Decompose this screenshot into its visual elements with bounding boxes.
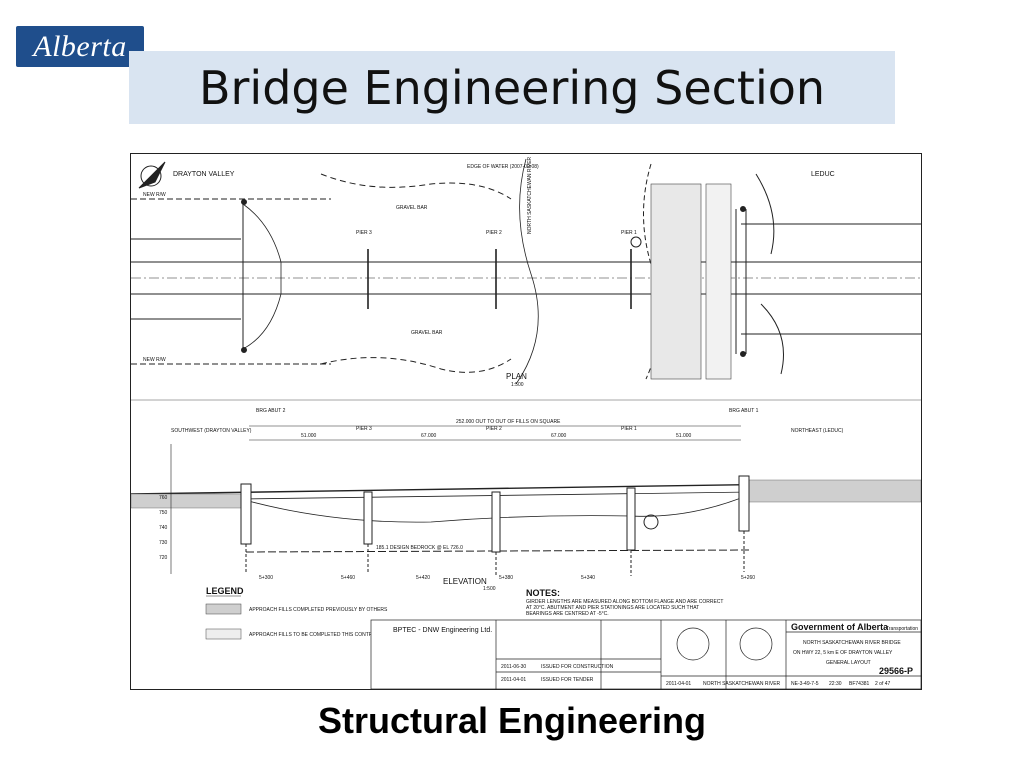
notes-text: GIRDER LENGTHS ARE MEASURED ALONG BOTTOM… bbox=[526, 599, 724, 617]
southwest-label: SOUTHWEST (DRAYTON VALLEY) bbox=[171, 428, 252, 434]
station-5: 5+260 bbox=[741, 575, 755, 581]
tb-file: BF74381 bbox=[849, 681, 870, 687]
legend-title: LEGEND bbox=[206, 586, 244, 596]
tb-legal: NE-3-49-7-5 bbox=[791, 681, 819, 687]
legend-swatch-2 bbox=[205, 628, 242, 640]
elevation-label: ELEVATION bbox=[443, 577, 487, 586]
tb-dwg-no: 29566-P bbox=[879, 666, 913, 676]
plan-pier3: PIER 3 bbox=[356, 230, 372, 236]
tb-sheet: 2 of 47 bbox=[875, 681, 891, 687]
span-total: 252.000 OUT TO OUT OF FILLS ON SQUARE bbox=[456, 419, 561, 425]
elev-abut1: BRG ABUT 1 bbox=[729, 408, 759, 414]
logo-text: Alberta bbox=[33, 29, 127, 63]
engineering-drawing: DRAYTON VALLEY LEDUC NEW R/W NEW R/W GRA… bbox=[130, 153, 922, 690]
span-inner-2: 67.000 bbox=[551, 433, 567, 439]
elev-pier1: PIER 1 bbox=[621, 426, 637, 432]
elev-tick-720: 720 bbox=[159, 555, 168, 561]
title-block bbox=[370, 619, 921, 689]
dir-left: DRAYTON VALLEY bbox=[173, 171, 235, 178]
rev-1-date: 2011-06-30 bbox=[501, 664, 526, 670]
legend-swatch-1 bbox=[205, 603, 242, 615]
elev-tick-760: 760 bbox=[159, 495, 168, 501]
drawing-svg: DRAYTON VALLEY LEDUC NEW R/W NEW R/W GRA… bbox=[131, 156, 921, 689]
plan-pier2: PIER 2 bbox=[486, 230, 502, 236]
legend-item-1: APPROACH FILLS COMPLETED PREVIOUSLY BY O… bbox=[249, 607, 388, 613]
river-label: NORTH SASKATCHEWAN RIVER bbox=[527, 156, 533, 234]
rev-2: ISSUED FOR TENDER bbox=[541, 677, 594, 683]
legend: LEGEND APPROACH FILLS COMPLETED PREVIOUS… bbox=[205, 586, 388, 640]
new-rw-top: NEW R/W bbox=[143, 192, 166, 198]
gov-name: Government of Alberta bbox=[791, 622, 889, 632]
tb-hwy: 22:30 bbox=[829, 681, 842, 687]
elev-tick-730: 730 bbox=[159, 540, 168, 546]
station-2: 5+420 bbox=[416, 575, 430, 581]
notes-title: NOTES: bbox=[526, 588, 560, 598]
project-line-3: GENERAL LAYOUT bbox=[826, 660, 871, 666]
dir-right: LEDUC bbox=[811, 171, 835, 178]
span-inner-1: 67.000 bbox=[421, 433, 437, 439]
elevation-view bbox=[131, 399, 921, 576]
design-bedrock: 185.1 DESIGN BEDROCK @ EL 726.0 bbox=[376, 545, 463, 551]
gravel-bar-top: GRAVEL BAR bbox=[396, 205, 428, 211]
northeast-label: NORTHEAST (LEDUC) bbox=[791, 428, 844, 434]
station-0: 5+300 bbox=[259, 575, 273, 581]
slide-title: Bridge Engineering Section bbox=[198, 60, 826, 115]
elev-tick-750: 750 bbox=[159, 510, 168, 516]
rev-1: ISSUED FOR CONSTRUCTION bbox=[541, 664, 614, 670]
span-outer-left: 51.000 bbox=[301, 433, 317, 439]
rev-2-date: 2011-04-01 bbox=[501, 677, 526, 683]
slide-caption: Structural Engineering bbox=[317, 700, 707, 741]
plan-view bbox=[131, 158, 921, 385]
project-line-1: NORTH SASKATCHEWAN RIVER BRIDGE bbox=[803, 640, 901, 646]
firm-name: BPTEC - DNW Engineering Ltd. bbox=[393, 627, 492, 634]
elev-pier3: PIER 3 bbox=[356, 426, 372, 432]
gov-dept: Transportation bbox=[886, 626, 918, 632]
project-line-2: ON HWY 22, 5 km E OF DRAYTON VALLEY bbox=[793, 650, 893, 656]
alberta-logo: Alberta bbox=[16, 26, 144, 67]
north-arrow-icon bbox=[138, 161, 166, 189]
elev-pier2: PIER 2 bbox=[486, 426, 502, 432]
plan-label: PLAN bbox=[506, 372, 527, 381]
tb-date: 2011-04-01 bbox=[666, 681, 691, 687]
title-band: Bridge Engineering Section bbox=[129, 51, 895, 124]
elev-abut2: BRG ABUT 2 bbox=[256, 408, 286, 414]
plan-pier1: PIER 1 bbox=[621, 230, 637, 236]
span-outer-right: 51.000 bbox=[676, 433, 692, 439]
gravel-bar-bottom: GRAVEL BAR bbox=[411, 330, 443, 336]
elev-tick-740: 740 bbox=[159, 525, 168, 531]
elevation-scale: 1:500 bbox=[483, 586, 496, 592]
legend-item-2: APPROACH FILLS TO BE COMPLETED THIS CONT… bbox=[249, 632, 382, 638]
edge-of-water: EDGE OF WATER (2007-09-08) bbox=[467, 164, 539, 170]
tb-location: NORTH SASKATCHEWAN RIVER bbox=[703, 681, 781, 687]
plan-scale: 1:500 bbox=[511, 382, 524, 388]
new-rw-bottom: NEW R/W bbox=[143, 357, 166, 363]
station-4: 5+340 bbox=[581, 575, 595, 581]
station-3: 5+380 bbox=[499, 575, 513, 581]
station-1: 5+460 bbox=[341, 575, 355, 581]
